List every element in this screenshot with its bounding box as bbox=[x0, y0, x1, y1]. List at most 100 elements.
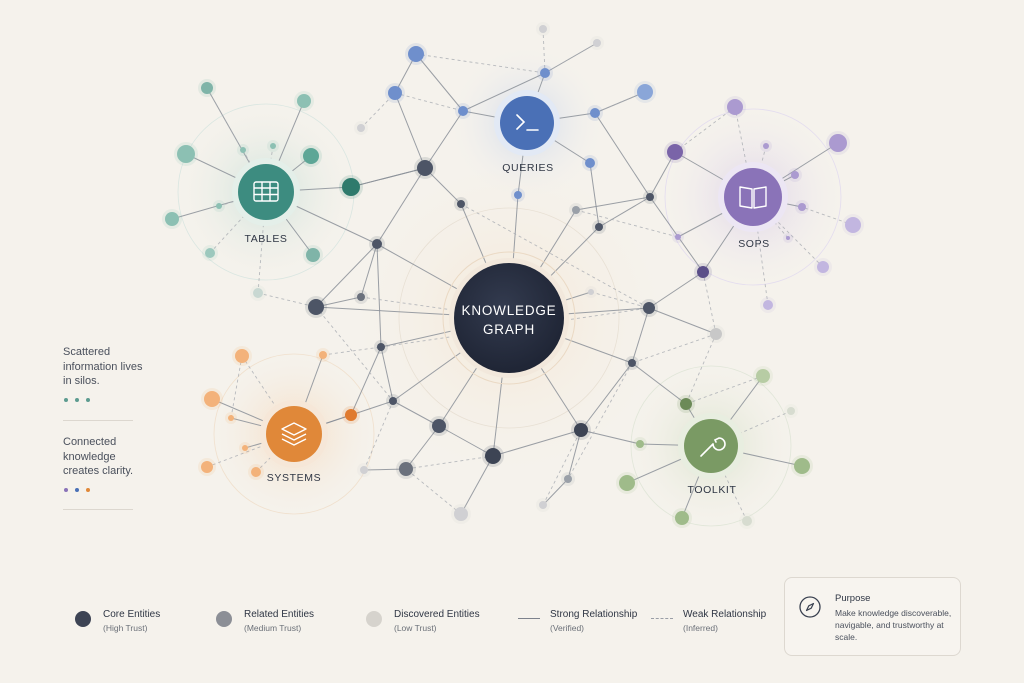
entity-node[interactable] bbox=[786, 236, 790, 240]
entity-node[interactable] bbox=[643, 302, 655, 314]
entity-node[interactable] bbox=[216, 203, 222, 209]
strong-relationship-edge bbox=[631, 307, 650, 364]
entity-node[interactable] bbox=[585, 158, 595, 168]
entity-node[interactable] bbox=[829, 134, 847, 152]
entity-node[interactable] bbox=[763, 143, 769, 149]
entity-node[interactable] bbox=[319, 351, 327, 359]
entity-node[interactable] bbox=[710, 328, 722, 340]
entity-node[interactable] bbox=[794, 458, 810, 474]
strong-relationship-edge bbox=[594, 91, 646, 114]
entity-node[interactable] bbox=[201, 82, 213, 94]
entity-node[interactable] bbox=[306, 248, 320, 262]
entity-nodes bbox=[162, 22, 864, 529]
entity-node[interactable] bbox=[564, 475, 572, 483]
entity-node[interactable] bbox=[787, 407, 795, 415]
entity-node[interactable] bbox=[399, 462, 413, 476]
entity-node[interactable] bbox=[345, 409, 357, 421]
entity-node[interactable] bbox=[637, 84, 653, 100]
strong-relationship-edge bbox=[575, 196, 651, 211]
layers-icon bbox=[281, 422, 307, 446]
strong-relationship-edge bbox=[567, 429, 582, 480]
strong-relationship-edge bbox=[460, 455, 494, 515]
entity-node[interactable] bbox=[251, 467, 261, 477]
entity-node[interactable] bbox=[454, 507, 468, 521]
entity-node[interactable] bbox=[667, 144, 683, 160]
entity-node[interactable] bbox=[817, 261, 829, 273]
legend-core-entities: Core Entities (High Trust) bbox=[75, 608, 160, 635]
entity-node[interactable] bbox=[763, 300, 773, 310]
entity-node[interactable] bbox=[177, 145, 195, 163]
strong-relationship-edge bbox=[648, 271, 704, 309]
entity-node[interactable] bbox=[303, 148, 319, 164]
entity-node[interactable] bbox=[297, 94, 311, 108]
entity-node[interactable] bbox=[540, 68, 550, 78]
entity-node[interactable] bbox=[228, 415, 234, 421]
entity-node[interactable] bbox=[595, 223, 603, 231]
entity-node[interactable] bbox=[742, 516, 752, 526]
hub-sops[interactable]: SOPS bbox=[718, 162, 788, 250]
hub-queries[interactable]: QUERIES bbox=[494, 90, 560, 174]
hub-systems[interactable]: SYSTEMS bbox=[260, 400, 328, 484]
entity-node[interactable] bbox=[432, 419, 446, 433]
entity-node[interactable] bbox=[389, 397, 397, 405]
entity-node[interactable] bbox=[756, 369, 770, 383]
strong-relationship-edge bbox=[580, 429, 641, 445]
strong-relationship-edge bbox=[376, 243, 382, 348]
entity-node[interactable] bbox=[697, 266, 709, 278]
entity-node[interactable] bbox=[242, 445, 248, 451]
core-knowledge-graph[interactable]: KNOWLEDGE GRAPH bbox=[442, 251, 576, 385]
entity-node[interactable] bbox=[205, 248, 215, 258]
hub-tables[interactable]: TABLES bbox=[232, 158, 300, 245]
entity-node[interactable] bbox=[593, 39, 601, 47]
strong-relationship-edge bbox=[380, 346, 394, 402]
entity-node[interactable] bbox=[845, 217, 861, 233]
entity-node[interactable] bbox=[485, 448, 501, 464]
entity-node[interactable] bbox=[680, 398, 692, 410]
note-scattered: Scattered information lives in silos. bbox=[63, 346, 143, 387]
entity-node[interactable] bbox=[539, 501, 547, 509]
entity-node[interactable] bbox=[628, 359, 636, 367]
entity-node[interactable] bbox=[201, 461, 213, 473]
entity-node[interactable] bbox=[357, 293, 365, 301]
entity-node[interactable] bbox=[727, 99, 743, 115]
entity-node[interactable] bbox=[791, 171, 799, 179]
note-connected: Connected knowledge creates clarity. bbox=[63, 436, 134, 477]
purpose-title: Purpose bbox=[835, 593, 871, 604]
entity-node[interactable] bbox=[457, 200, 465, 208]
entity-node[interactable] bbox=[235, 349, 249, 363]
purpose-text: Make knowledge discoverable, navigable, … bbox=[835, 608, 952, 642]
entity-node[interactable] bbox=[204, 391, 220, 407]
entity-node[interactable] bbox=[675, 234, 681, 240]
entity-node[interactable] bbox=[590, 108, 600, 118]
entity-node[interactable] bbox=[636, 440, 644, 448]
hub-toolkit[interactable]: TOOLKIT bbox=[678, 413, 744, 496]
entity-node[interactable] bbox=[270, 143, 276, 149]
entity-node[interactable] bbox=[458, 106, 468, 116]
entity-node[interactable] bbox=[588, 289, 594, 295]
strong-relationship-edge bbox=[589, 162, 600, 228]
legend-subtitle: (Inferred) bbox=[683, 623, 718, 633]
entity-node[interactable] bbox=[372, 239, 382, 249]
entity-node[interactable] bbox=[514, 191, 522, 199]
entity-node[interactable] bbox=[165, 212, 179, 226]
weak-relationship-edge bbox=[542, 429, 582, 506]
entity-node[interactable] bbox=[798, 203, 806, 211]
hub-sops-circle bbox=[724, 168, 782, 226]
entity-node[interactable] bbox=[574, 423, 588, 437]
entity-node[interactable] bbox=[408, 46, 424, 62]
entity-node[interactable] bbox=[240, 147, 246, 153]
entity-node[interactable] bbox=[360, 466, 368, 474]
entity-node[interactable] bbox=[377, 343, 385, 351]
entity-node[interactable] bbox=[342, 178, 360, 196]
entity-node[interactable] bbox=[646, 193, 654, 201]
entity-node[interactable] bbox=[572, 206, 580, 214]
entity-node[interactable] bbox=[253, 288, 263, 298]
entity-node[interactable] bbox=[417, 160, 433, 176]
entity-node[interactable] bbox=[357, 124, 365, 132]
entity-node[interactable] bbox=[675, 511, 689, 525]
entity-node[interactable] bbox=[308, 299, 324, 315]
entity-node[interactable] bbox=[388, 86, 402, 100]
weak-relationship-edge bbox=[685, 375, 764, 405]
entity-node[interactable] bbox=[619, 475, 635, 491]
entity-node[interactable] bbox=[539, 25, 547, 33]
